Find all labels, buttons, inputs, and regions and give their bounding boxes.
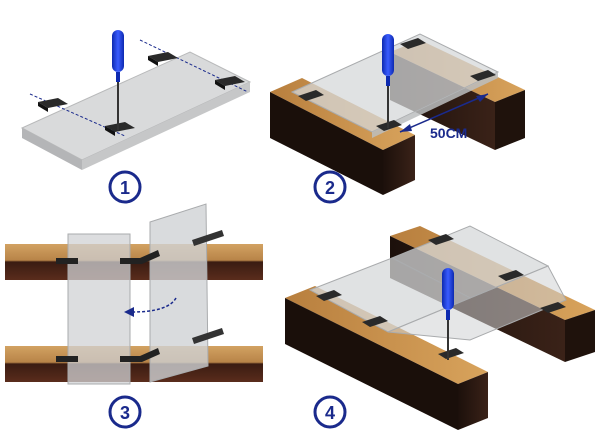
clip — [120, 356, 142, 362]
board-edge-front — [82, 82, 250, 170]
panel-4: 4 — [285, 225, 595, 430]
clip — [192, 230, 224, 246]
panel-1: 1 — [20, 30, 252, 204]
clip — [215, 76, 245, 90]
wood-bar-bottom — [5, 346, 263, 382]
clip — [540, 302, 566, 313]
curved-arrow-icon — [124, 297, 177, 317]
clip — [105, 122, 135, 136]
step-2-badge: 2 — [313, 170, 347, 204]
clip — [38, 98, 68, 112]
clip — [192, 328, 224, 344]
glass-edge — [372, 72, 498, 138]
step-3-badge: 3 — [108, 395, 142, 429]
clip — [120, 258, 142, 264]
glass-panel-moving — [149, 203, 209, 383]
svg-text:4: 4 — [325, 403, 335, 423]
glass-panel — [387, 265, 567, 341]
clip — [316, 290, 342, 301]
clip — [148, 52, 178, 66]
screwdriver-icon — [442, 268, 454, 360]
screwdriver-icon — [112, 30, 124, 130]
step-4-badge: 4 — [313, 395, 347, 429]
clip — [140, 348, 160, 362]
clip — [498, 270, 524, 281]
clip — [470, 70, 496, 81]
dimension-arrow-icon — [399, 93, 489, 133]
clip — [362, 316, 388, 327]
svg-text:2: 2 — [325, 178, 335, 198]
panel-2: 50CM 2 — [270, 33, 525, 204]
glass-panel-placed — [67, 233, 131, 385]
clip — [298, 90, 324, 101]
panel-3: 3 — [5, 203, 263, 429]
clip — [438, 348, 464, 359]
svg-text:1: 1 — [120, 178, 130, 198]
step-1-badge: 1 — [108, 170, 142, 204]
clip — [56, 258, 78, 264]
clip — [400, 38, 426, 49]
clip — [428, 234, 454, 245]
board-edge — [22, 128, 82, 170]
distance-label: 50CM — [430, 125, 467, 141]
wood-beam-front — [285, 286, 488, 430]
svg-text:3: 3 — [120, 403, 130, 423]
clip — [56, 356, 78, 362]
screwdriver-icon — [382, 34, 394, 128]
clip — [140, 250, 160, 264]
